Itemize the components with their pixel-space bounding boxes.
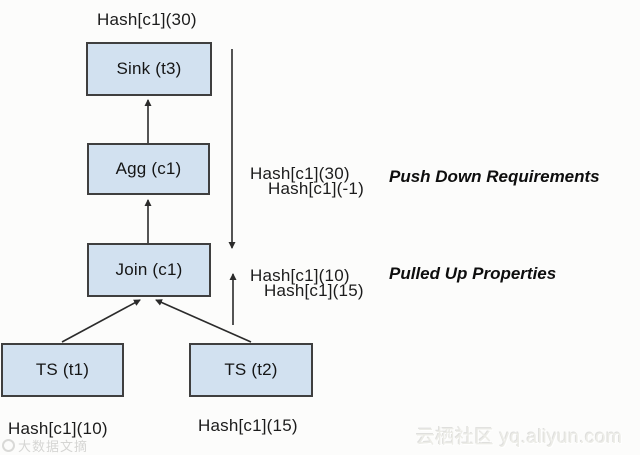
node-sink: Sink (t3)	[86, 42, 212, 96]
push-down-requirements-title: Push Down Requirements	[389, 167, 600, 186]
ts1-distribution-annotation: Hash[c1](10)	[8, 419, 108, 438]
push-down-requirement-1: Hash[c1](30)	[250, 164, 350, 183]
bottom-left-watermark-text: 大数据文摘	[18, 439, 89, 454]
watermark-logo-icon	[2, 439, 15, 452]
node-agg: Agg (c1)	[87, 143, 210, 195]
arrow-ts2-to-join	[155, 299, 252, 343]
pulled-up-property-1: Hash[c1](10)	[250, 266, 350, 285]
pulled-up-property-2: Hash[c1](15)	[264, 281, 364, 300]
ts2-distribution-annotation: Hash[c1](15)	[198, 416, 298, 435]
node-agg-label: Agg (c1)	[115, 159, 182, 178]
node-sink-label: Sink (t3)	[116, 59, 182, 78]
node-ts1-label: TS (t1)	[35, 360, 90, 379]
pulled-up-properties-title: Pulled Up Properties	[389, 264, 557, 283]
yunqi-community-watermark: 云栖社区 yq.aliyun.com	[416, 427, 623, 448]
node-join: Join (c1)	[87, 243, 211, 297]
arrow-ts1-to-join	[61, 299, 141, 343]
node-ts2-label: TS (t2)	[224, 360, 278, 379]
node-join-label: Join (c1)	[115, 260, 183, 279]
bottom-left-watermark: 大数据文摘	[2, 436, 88, 455]
node-table-scan-t2: TS (t2)	[189, 343, 313, 397]
root-distribution-annotation: Hash[c1](30)	[97, 10, 197, 29]
node-table-scan-t1: TS (t1)	[1, 343, 124, 397]
push-down-requirement-2: Hash[c1](-1)	[268, 179, 364, 198]
